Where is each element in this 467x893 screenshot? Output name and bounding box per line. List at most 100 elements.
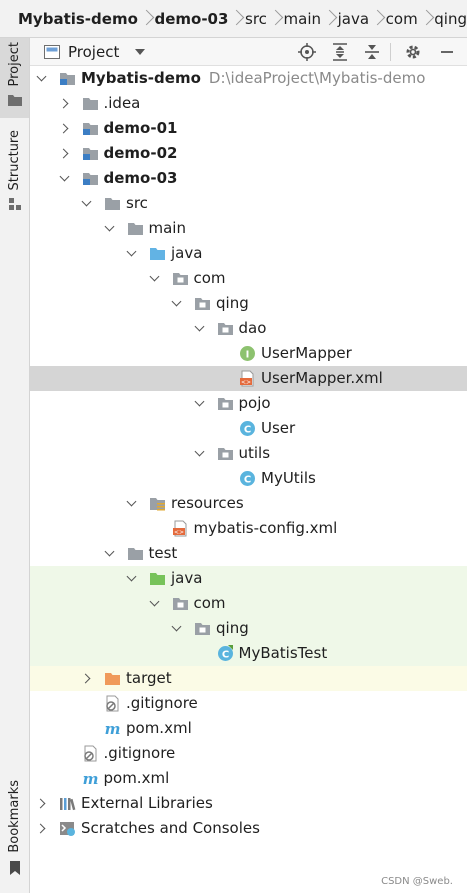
tree-node-folder[interactable]: java — [30, 566, 467, 591]
tree-node-folder[interactable]: demo-01 — [30, 116, 467, 141]
tree-node-file[interactable]: UserMapper — [30, 341, 467, 366]
tree-node-file[interactable]: mybatis-config.xml — [30, 516, 467, 541]
tree-node-label: dao — [239, 319, 267, 337]
watermark: CSDN @Sweb. — [381, 876, 453, 887]
tree-node-folder[interactable]: pojo — [30, 391, 467, 416]
chevron-down-icon[interactable] — [125, 246, 139, 260]
chevron-right-icon[interactable] — [80, 671, 94, 685]
breadcrumb-item[interactable]: demo-03 — [154, 9, 229, 28]
scratches-icon — [59, 820, 76, 837]
test-class-icon — [217, 645, 234, 662]
tree-node-file[interactable]: User — [30, 416, 467, 441]
class-icon — [239, 420, 256, 437]
tree-node-file[interactable]: .gitignore — [30, 691, 467, 716]
tree-node-label: com — [194, 594, 226, 612]
module-folder-icon — [82, 170, 99, 187]
tree-node-folder[interactable]: demo-02 — [30, 141, 467, 166]
folder-icon — [127, 220, 144, 237]
tree-node-folder[interactable]: target — [30, 666, 467, 691]
structure-tool-tab[interactable]: Structure — [0, 130, 29, 220]
tree-node-name: utils — [238, 444, 271, 462]
tree-node-name: .gitignore — [126, 694, 198, 712]
tree-node-name: Mybatis-demo — [81, 69, 201, 87]
chevron-right-icon[interactable] — [35, 796, 49, 810]
gitignore-icon — [82, 745, 99, 762]
tree-node-file[interactable]: pom.xml — [30, 766, 467, 791]
tree-node-folder[interactable]: External Libraries — [30, 791, 467, 816]
package-icon — [217, 445, 234, 462]
tree-node-folder[interactable]: com — [30, 266, 467, 291]
tree-node-name: Scratches and Consoles — [81, 819, 260, 837]
chevron-down-icon[interactable] — [148, 271, 162, 285]
chevron-down-icon[interactable] — [193, 396, 207, 410]
maven-icon — [104, 720, 121, 737]
tree-node-name: MyUtils — [261, 469, 316, 487]
tree-node-file[interactable]: pom.xml — [30, 716, 467, 741]
tree-node-folder[interactable]: main — [30, 216, 467, 241]
breadcrumb-item[interactable]: com — [385, 9, 418, 28]
expand-all-icon[interactable] — [331, 43, 349, 61]
package-icon — [217, 320, 234, 337]
collapse-all-icon[interactable] — [363, 43, 381, 61]
gear-icon[interactable] — [404, 43, 422, 61]
tree-node-label: demo-02 — [104, 144, 178, 162]
tree-node-file[interactable]: .gitignore — [30, 741, 467, 766]
tree-node-label: main — [149, 219, 186, 237]
breadcrumb-item[interactable]: main — [283, 9, 322, 28]
chevron-down-icon[interactable] — [125, 496, 139, 510]
chevron-down-icon[interactable] — [125, 571, 139, 585]
chevron-down-icon[interactable] — [135, 48, 146, 55]
tree-node-folder[interactable]: qing — [30, 291, 467, 316]
structure-tab-label: Structure — [7, 130, 22, 191]
chevron-down-icon[interactable] — [193, 321, 207, 335]
breadcrumb-item[interactable]: qing — [434, 9, 467, 28]
tree-node-folder[interactable]: qing — [30, 616, 467, 641]
tree-node-name: .gitignore — [103, 744, 176, 762]
tree-node-folder[interactable]: java — [30, 241, 467, 266]
tree-node-label: MyBatisTest — [239, 644, 328, 662]
tree-node-folder[interactable]: Scratches and Consoles — [30, 816, 467, 841]
breadcrumb-item[interactable]: Mybatis-demo — [18, 9, 138, 28]
breadcrumb-item[interactable]: src — [245, 9, 267, 28]
chevron-right-icon[interactable] — [35, 821, 49, 835]
project-tool-tab[interactable]: Project — [0, 38, 29, 118]
tree-node-folder[interactable]: com — [30, 591, 467, 616]
bookmarks-tool-tab[interactable]: Bookmarks — [0, 780, 29, 875]
tree-node-folder[interactable]: demo-03 — [30, 166, 467, 191]
chevron-down-icon[interactable] — [35, 71, 49, 85]
tree-node-name: External Libraries — [81, 794, 213, 812]
tree-node-label: qing — [216, 619, 249, 637]
tree-node-folder[interactable]: src — [30, 191, 467, 216]
tree-node-folder[interactable]: resources — [30, 491, 467, 516]
chevron-down-icon[interactable] — [58, 171, 72, 185]
chevron-down-icon[interactable] — [103, 546, 117, 560]
tree-node-file[interactable]: MyUtils — [30, 466, 467, 491]
tree-node-file[interactable]: MyBatisTest — [30, 641, 467, 666]
chevron-right-icon[interactable] — [58, 121, 72, 135]
breadcrumb: Mybatis-demo demo-03 src main java com q… — [0, 0, 467, 38]
folder-icon — [7, 95, 22, 107]
chevron-down-icon[interactable] — [170, 621, 184, 635]
tree-node-name: User — [261, 419, 296, 437]
chevron-right-icon[interactable] — [58, 96, 72, 110]
tree-node-file[interactable]: UserMapper.xml — [30, 366, 467, 391]
tree-node-name: mybatis-config.xml — [193, 519, 338, 537]
locate-icon[interactable] — [298, 43, 316, 61]
chevron-down-icon[interactable] — [80, 196, 94, 210]
package-icon — [194, 620, 211, 637]
tree-node-folder[interactable]: .idea — [30, 91, 467, 116]
chevron-right-icon[interactable] — [58, 146, 72, 160]
breadcrumb-item[interactable]: java — [337, 9, 370, 28]
chevron-down-icon[interactable] — [103, 221, 117, 235]
tree-node-folder[interactable]: dao — [30, 316, 467, 341]
tree-node-folder[interactable]: test — [30, 541, 467, 566]
chevron-down-icon[interactable] — [148, 596, 162, 610]
gitignore-icon — [104, 695, 121, 712]
tree-node-folder[interactable]: utils — [30, 441, 467, 466]
chevron-down-icon[interactable] — [170, 296, 184, 310]
chevron-down-icon[interactable] — [193, 446, 207, 460]
tree-node-name: com — [193, 594, 226, 612]
minimize-icon[interactable] — [438, 43, 456, 61]
tree-node-label: utils — [239, 444, 271, 462]
